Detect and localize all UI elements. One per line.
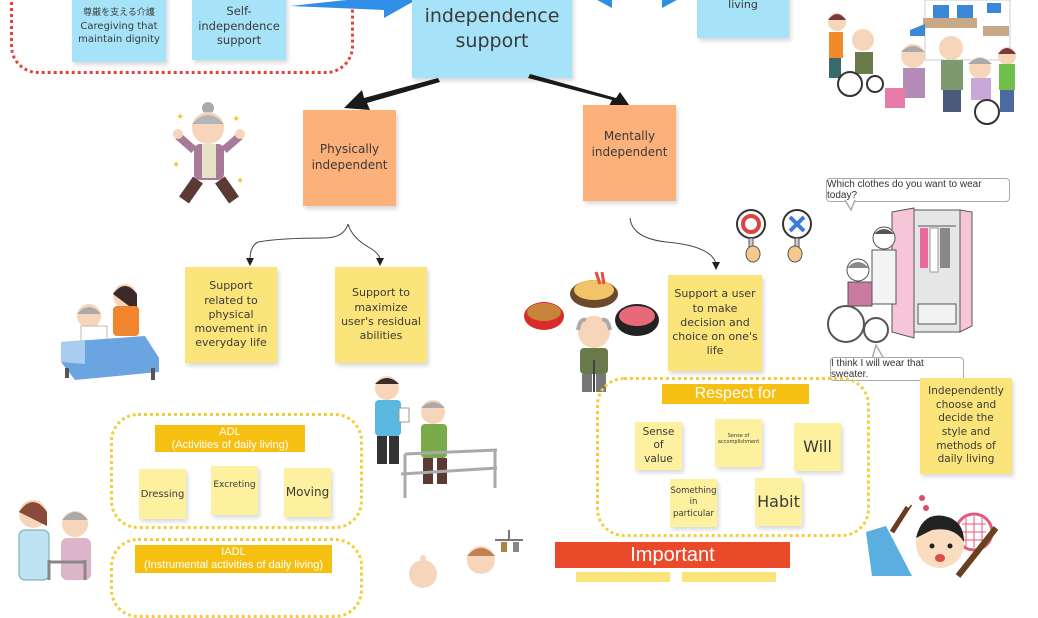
svg-text:✦: ✦ [236,176,244,187]
adl-item-dressing: Dressing [139,469,186,519]
important-banner: Important [555,542,790,568]
respect-item-something-in-particular: Something in particular [670,479,717,527]
food-choice-illustration [524,271,659,392]
dignity-note-en: Caregiving that maintain dignity [78,20,160,45]
decision-support-note: Support a user to make decision and choi… [668,275,762,371]
black-arrow-left-icon [344,78,440,110]
physically-independent-note: Physically independent [303,110,396,206]
important-note-1 [576,572,670,582]
wardrobe-choice-illustration [827,207,973,343]
black-arrow-right-icon [528,74,634,112]
walking-rehab-illustration [375,376,498,498]
respect-group [596,377,870,537]
adl-item-excreting: Excreting [211,466,258,515]
mentally-independent-note: Mentally independent [583,105,676,201]
iadl-title: IADL [221,546,246,559]
respect-banner: Respect for [662,384,809,404]
svg-text:✦: ✦ [232,114,240,125]
adl-group [110,413,363,529]
answer-bubble: I think I will wear that sweater. [830,357,964,381]
strong-grandma-illustration: ✦ ✦ ✦ ✦ [172,102,245,204]
question-bubble: Which clothes do you want to wear today? [826,178,1010,202]
bed-care-illustration [61,284,159,380]
adl-subtitle: (Activities of daily living) [171,438,289,451]
blue-double-arrow-icon [597,0,677,8]
dignity-note-jp: 尊厳を支える介護 [83,8,155,19]
yes-no-signs-illustration [736,209,812,263]
adl-item-moving: Moving [284,468,331,517]
top-dignity-group [10,0,354,74]
answer-bubble-tail-icon [871,343,885,360]
question-bubble-tail-icon [844,199,856,212]
important-note-2 [682,572,776,582]
respect-item-sense-of-accomplishment: Sense of accomplishment [715,419,762,467]
independent-choice-note: Independently choose and decide the styl… [920,378,1012,474]
adl-banner: ADL (Activities of daily living) [155,425,305,452]
self-independence-note: Self-independence support [192,0,286,60]
iadl-subtitle: (Instrumental activities of daily living… [143,559,324,571]
adl-title: ADL [219,425,241,438]
svg-text:✦: ✦ [172,160,180,171]
walker-care-illustration [18,500,91,581]
household-illustration [409,530,523,588]
mental-connector-icon [629,217,720,270]
physical-movement-note: Support related to physical movement in … [185,267,277,363]
respect-item-will: Will [794,423,841,471]
living-note: living [697,0,789,38]
residual-abilities-note: Support to maximize user's residual abil… [335,267,427,363]
iadl-banner: IADL (Instrumental activities of daily l… [135,545,332,573]
dignity-note: 尊厳を支える介護 Caregiving that maintain dignit… [72,0,166,62]
elderly-group-illustration [828,0,1016,125]
center-independence-note: independence support [412,0,572,78]
respect-item-sense-of-value: Sense of value [635,422,682,470]
blue-arrow-right-icon [290,0,416,18]
hobbies-illustration [866,492,999,578]
respect-item-habit: Habit [755,478,802,526]
split-connector-icon [246,223,384,266]
svg-text:✦: ✦ [176,112,184,123]
